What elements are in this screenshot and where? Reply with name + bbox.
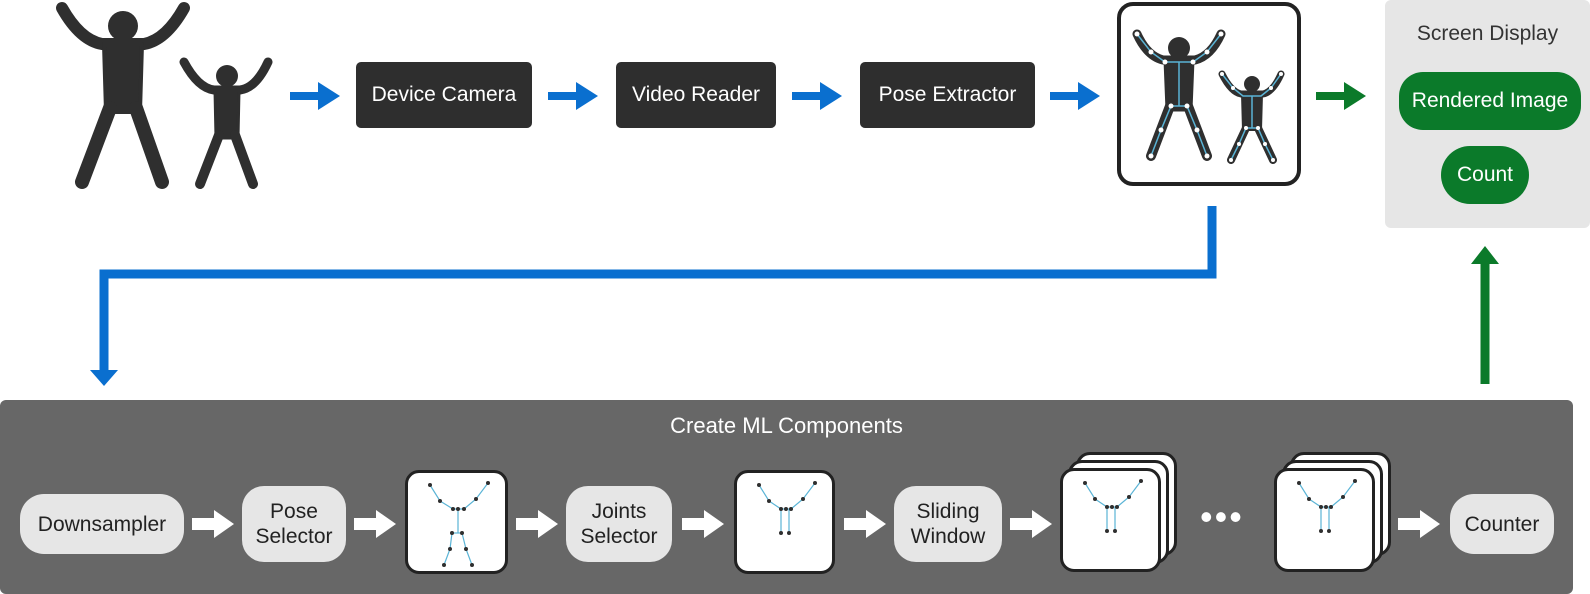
- screen-display-panel: Screen Display Rendered Image Count: [1385, 0, 1590, 228]
- rendered-image-label: Rendered Image: [1411, 89, 1569, 112]
- ellipsis: •••: [1200, 496, 1244, 537]
- joints-selector-label-line2: Selector: [580, 525, 658, 548]
- pose-selector-label-line1: Pose: [270, 500, 318, 523]
- skeleton-pose-icon: [1132, 29, 1285, 164]
- full-pose-card: [405, 470, 508, 574]
- arrow-right-icon: [548, 82, 598, 110]
- person-silhouettes-icon: [56, 2, 273, 189]
- count-label: Count: [1456, 163, 1514, 186]
- video-reader-label: Video Reader: [631, 83, 761, 106]
- arrow-right-icon: [1050, 82, 1100, 110]
- count-pill: Count: [1441, 146, 1529, 204]
- create-ml-components-title: Create ML Components: [670, 413, 903, 438]
- rendered-image-pill: Rendered Image: [1399, 72, 1581, 130]
- pose-extractor-label: Pose Extractor: [878, 83, 1017, 106]
- video-reader-box: Video Reader: [616, 62, 776, 128]
- skeleton-pose-icon: [1297, 479, 1357, 533]
- skeleton-pose-icon: [428, 481, 490, 567]
- sliding-window-label-line1: Sliding: [916, 500, 980, 523]
- upper-body-pose-card: [734, 470, 835, 574]
- counter-pill: Counter: [1450, 494, 1554, 554]
- arrow-right-icon: [1398, 510, 1440, 538]
- arrow-down-icon: [90, 206, 1217, 386]
- arrow-right-icon: [516, 510, 558, 538]
- arrow-right-icon: [192, 510, 234, 538]
- downsampler-label: Downsampler: [37, 512, 167, 536]
- arrow-right-icon: [792, 82, 842, 110]
- skeleton-pose-icon: [757, 481, 817, 535]
- skeleton-pose-icon: [1083, 479, 1143, 533]
- pose-selector-label-line2: Selector: [255, 525, 333, 548]
- device-camera-label: Device Camera: [371, 83, 517, 106]
- arrow-right-icon: [354, 510, 396, 538]
- arrow-right-icon: [1316, 82, 1366, 110]
- screen-display-title: Screen Display: [1416, 22, 1559, 45]
- device-camera-box: Device Camera: [356, 62, 532, 128]
- ml-arrows: [192, 510, 1440, 538]
- pose-extractor-box: Pose Extractor: [860, 62, 1035, 128]
- arrow-right-icon: [844, 510, 886, 538]
- counter-label: Counter: [1464, 512, 1540, 536]
- joints-selector-label-line1: Joints: [591, 500, 647, 523]
- arrow-right-icon: [1010, 510, 1052, 538]
- arrow-up-icon: [1471, 246, 1499, 384]
- arrow-right-icon: [682, 510, 724, 538]
- extracted-pose-card: [1117, 2, 1301, 186]
- downsampler-pill: Downsampler: [20, 494, 184, 554]
- sliding-window-label-line2: Window: [910, 525, 986, 548]
- arrow-right-icon: [290, 82, 340, 110]
